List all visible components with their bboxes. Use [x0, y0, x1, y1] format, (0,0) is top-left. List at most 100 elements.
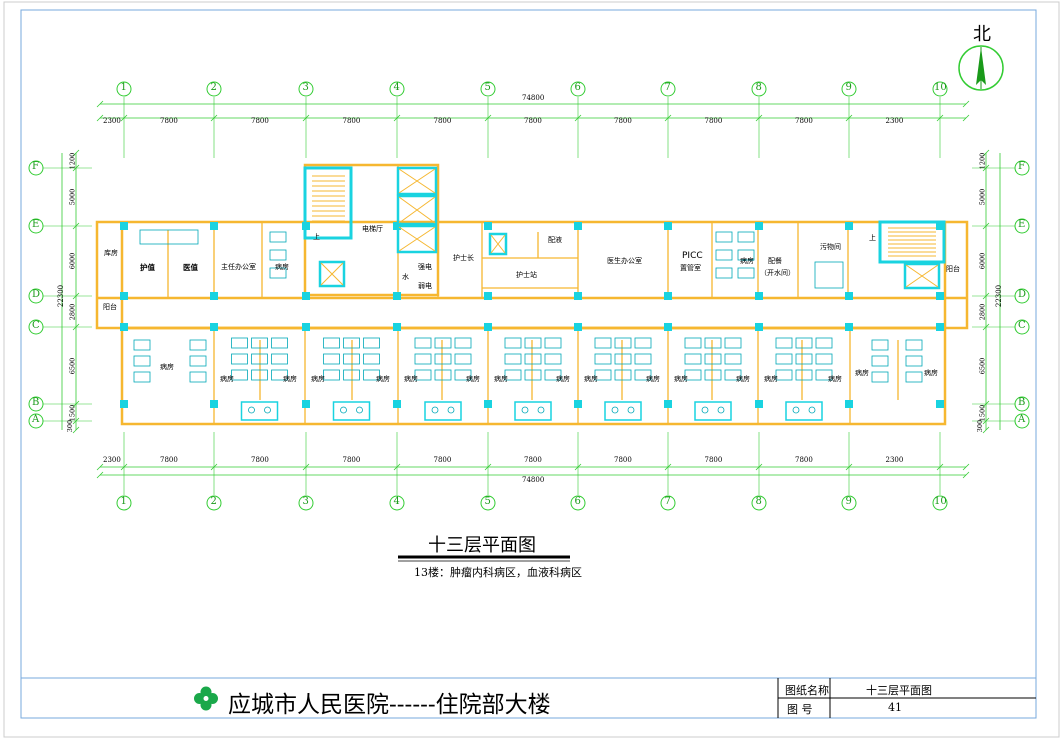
dim-tick	[982, 222, 990, 230]
axis-label-row-B: B	[32, 397, 40, 408]
dim-tick	[120, 463, 128, 471]
bed	[905, 355, 923, 367]
room-doctor-duty: 医值	[183, 263, 198, 272]
dim-span-label: 7800	[524, 117, 542, 125]
dim-span-label: 7800	[251, 117, 269, 125]
bed	[871, 371, 889, 383]
bed	[504, 369, 522, 381]
structural-column	[393, 400, 401, 408]
structural-column	[936, 222, 944, 230]
dim-tick	[72, 164, 80, 172]
axis-label-row-E: E	[32, 219, 40, 230]
structural-column	[755, 222, 763, 230]
stair-up-e: 上	[869, 234, 876, 242]
structural-column	[210, 400, 218, 408]
bed	[454, 353, 472, 365]
bed	[704, 353, 722, 365]
axis-label-col-3: 3	[302, 82, 309, 93]
dim-span-label: 7800	[614, 117, 632, 125]
room-picc-sub: 置管室	[680, 264, 701, 272]
structural-column	[936, 292, 944, 300]
toilet	[627, 406, 635, 414]
structural-column	[120, 400, 128, 408]
axis-bubble-1	[116, 81, 132, 97]
dim-tick	[962, 463, 970, 471]
axis-bubble-4	[389, 495, 405, 511]
bed	[684, 369, 702, 381]
bed	[434, 337, 452, 349]
ward-label: 病房	[404, 375, 418, 383]
axis-bubble-8	[751, 81, 767, 97]
axis-label-col-4: 4	[393, 82, 400, 93]
structural-column	[484, 222, 492, 230]
room-pantry: 配餐	[768, 257, 782, 265]
structural-column	[664, 222, 672, 230]
ward-label: 病房	[556, 375, 570, 383]
axis-label-col-10: 10	[934, 82, 947, 93]
axis-bubble-10	[932, 495, 948, 511]
axis-bubble-7	[660, 495, 676, 511]
ward-label: 病房	[674, 375, 688, 383]
axis-bubble-5	[480, 81, 496, 97]
bed	[544, 369, 562, 381]
axis-bubble-6	[570, 495, 586, 511]
room-strong-elec: 强电	[418, 263, 432, 271]
bed	[271, 369, 288, 381]
drawing-subtitle: 13楼：肿瘤内科病区，血液科病区	[414, 566, 582, 579]
bed	[454, 337, 472, 349]
room-ward-n1: 病房	[275, 263, 289, 271]
dim-span-label: 7800	[342, 117, 361, 125]
structural-column	[574, 222, 582, 230]
toilet	[356, 406, 363, 414]
dim-tick	[982, 417, 990, 425]
dim-span-label: 7800	[795, 456, 813, 464]
ward-label: 病房	[376, 375, 390, 383]
dim-tick	[96, 471, 104, 479]
bed	[189, 339, 207, 351]
dim-row-total-label: 22300	[57, 284, 66, 308]
dim-tick	[982, 323, 990, 331]
bed	[271, 337, 288, 349]
ward-label: 病房	[924, 369, 938, 377]
room-balcony-w: 阳台	[103, 303, 117, 311]
room-doctor-office: 医生办公室	[607, 257, 642, 265]
structural-column	[664, 292, 672, 300]
bed	[737, 267, 755, 279]
bed	[795, 369, 813, 381]
bed	[323, 337, 340, 349]
room-nurse-duty: 护值	[140, 263, 155, 272]
axis-label-col-5: 5	[484, 82, 491, 93]
axis-bubble-9	[841, 495, 857, 511]
bed	[271, 353, 288, 365]
ward-label: 病房	[283, 375, 297, 383]
dim-span-label: 2300	[885, 456, 904, 464]
structural-column	[755, 292, 763, 300]
dim-tick	[962, 100, 970, 108]
room-balcony-e: 阳台	[946, 265, 960, 273]
dim-row-span-label: 300	[66, 419, 75, 432]
bed	[737, 231, 755, 243]
axis-label-col-5: 5	[484, 496, 491, 507]
toilet	[248, 406, 255, 414]
room-dirty: 污物间	[820, 243, 841, 251]
bed	[544, 353, 562, 365]
bed	[414, 369, 432, 381]
ward-label: 病房	[736, 375, 750, 383]
axis-label-col-7: 7	[664, 496, 671, 507]
axis-label-col-10: 10	[934, 496, 947, 507]
dim-tick	[96, 114, 104, 122]
bed	[775, 369, 793, 381]
bed	[795, 353, 813, 365]
dim-span-label: 7800	[251, 456, 269, 464]
room-dispensing: 配液	[548, 236, 562, 244]
dim-tick	[574, 463, 582, 471]
toilet	[537, 406, 545, 414]
structural-column	[936, 323, 944, 331]
dim-tick	[962, 471, 970, 479]
room-elevator-hall: 电梯厅	[362, 225, 383, 233]
title-block-number-value: 41	[888, 701, 902, 714]
dirty-room-fixture	[814, 261, 844, 289]
dim-span-label: 7800	[160, 117, 178, 125]
axis-bubble-10	[932, 81, 948, 97]
